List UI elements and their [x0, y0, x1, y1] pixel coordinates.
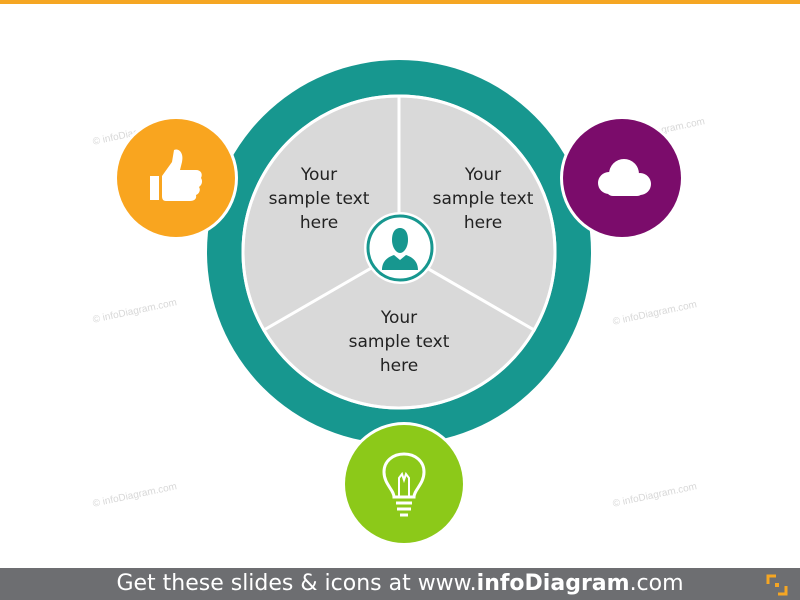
segment-text-bottom: Your sample text here	[334, 306, 464, 378]
segment-text-line: here	[463, 213, 503, 233]
footer-text[interactable]: Get these slides & icons at www.infoDiag…	[0, 568, 800, 600]
center-badge	[364, 212, 436, 284]
segment-text-line: here	[299, 213, 339, 233]
circular-diagram	[114, 60, 684, 546]
infodiagram-logo-icon	[766, 574, 788, 596]
segment-text-top-left: Your sample text here	[254, 163, 384, 235]
footer-suffix: .com	[629, 571, 684, 596]
segment-text-line: here	[379, 356, 419, 376]
segment-text-line: sample text	[268, 189, 370, 209]
user-icon	[382, 228, 418, 270]
cloud-icon	[598, 159, 651, 196]
segment-text-line: Your	[464, 165, 502, 185]
segment-text-line: Your	[380, 308, 418, 328]
segment-text-line: sample text	[348, 332, 450, 352]
pie-segments	[241, 94, 557, 410]
footer-bar: Get these slides & icons at www.infoDiag…	[0, 568, 800, 600]
footer-prefix: Get these slides & icons at www.	[116, 571, 477, 596]
pie-outline	[241, 94, 557, 410]
thumbs-up-icon	[150, 149, 203, 201]
segment-text-line: Your	[300, 165, 338, 185]
segment-text-top-right: Your sample text here	[418, 163, 548, 235]
thumbs-up-badge[interactable]	[114, 116, 238, 240]
segment-text-line: sample text	[432, 189, 534, 209]
cloud-badge[interactable]	[560, 116, 684, 240]
footer-brand: infoDiagram	[476, 571, 630, 596]
light-bulb-badge[interactable]	[342, 422, 466, 546]
light-bulb-icon	[382, 452, 426, 517]
top-accent-bar	[0, 0, 800, 4]
